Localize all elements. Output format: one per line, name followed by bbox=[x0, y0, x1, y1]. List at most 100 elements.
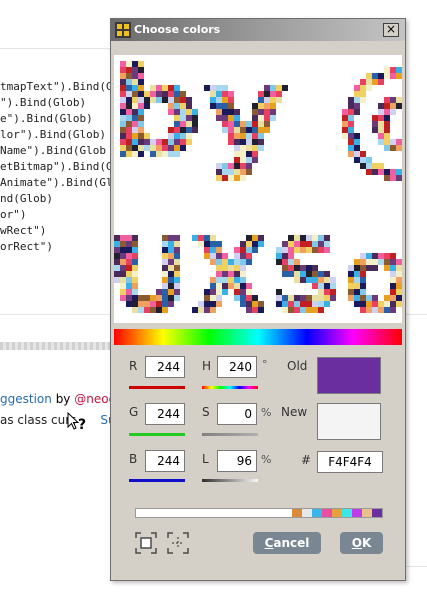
magnified-pixel bbox=[384, 73, 390, 79]
magnified-pixel bbox=[396, 283, 402, 289]
magnified-pixel bbox=[168, 259, 174, 265]
magnified-pixel bbox=[114, 265, 120, 271]
magnified-pixel bbox=[126, 247, 132, 253]
magnified-pixel bbox=[216, 277, 222, 283]
magnified-pixel bbox=[222, 127, 228, 133]
magnified-pixel bbox=[306, 307, 312, 313]
magnified-pixel bbox=[270, 103, 276, 109]
magnified-pixel bbox=[222, 163, 228, 169]
magnified-pixel bbox=[390, 139, 396, 145]
recent-color-cell[interactable] bbox=[332, 509, 342, 517]
magnifier-preview[interactable] bbox=[114, 55, 402, 323]
magnified-pixel bbox=[132, 277, 138, 283]
magnified-pixel bbox=[252, 301, 258, 307]
magnified-pixel bbox=[258, 115, 264, 121]
magnified-pixel bbox=[384, 265, 390, 271]
magnified-pixel bbox=[186, 97, 192, 103]
magnified-pixel bbox=[318, 235, 324, 241]
close-button[interactable]: × bbox=[383, 23, 399, 37]
magnified-pixel bbox=[120, 109, 126, 115]
magnified-pixel bbox=[174, 235, 180, 241]
magnified-pixel bbox=[120, 295, 126, 301]
magnified-pixel bbox=[234, 295, 240, 301]
magnified-pixel bbox=[264, 85, 270, 91]
magnified-pixel bbox=[150, 145, 156, 151]
magnified-pixel bbox=[168, 253, 174, 259]
recent-color-cell[interactable] bbox=[352, 509, 362, 517]
magnified-pixel bbox=[168, 265, 174, 271]
pick-screen-icon[interactable] bbox=[135, 532, 157, 554]
magnified-pixel bbox=[384, 253, 390, 259]
ok-button[interactable]: OK bbox=[340, 532, 383, 554]
recent-color-cell[interactable] bbox=[302, 509, 312, 517]
magnified-pixel bbox=[186, 121, 192, 127]
magnified-pixel bbox=[216, 175, 222, 181]
cancel-button[interactable]: Cancel bbox=[253, 532, 321, 554]
eyedropper-crosshair-icon[interactable] bbox=[167, 532, 189, 554]
magnified-pixel bbox=[378, 103, 384, 109]
recent-color-cell[interactable] bbox=[312, 509, 322, 517]
magnified-pixel bbox=[396, 295, 402, 301]
magnified-pixel bbox=[264, 127, 270, 133]
magnified-pixel bbox=[282, 307, 288, 313]
magnified-pixel bbox=[282, 271, 288, 277]
magnified-pixel bbox=[228, 139, 234, 145]
magnified-pixel bbox=[216, 253, 222, 259]
magnified-pixel bbox=[366, 301, 372, 307]
blue-input[interactable]: 244 bbox=[145, 450, 185, 472]
magnified-pixel bbox=[222, 109, 228, 115]
magnified-pixel bbox=[120, 265, 126, 271]
magnified-pixel bbox=[174, 253, 180, 259]
new-color-swatch[interactable] bbox=[317, 403, 381, 440]
recent-color-cell[interactable] bbox=[342, 509, 352, 517]
magnified-pixel bbox=[132, 247, 138, 253]
magnified-pixel bbox=[168, 277, 174, 283]
green-input[interactable]: 244 bbox=[145, 403, 185, 425]
hue-input[interactable]: 240 bbox=[217, 356, 257, 378]
recent-color-cell[interactable] bbox=[322, 509, 332, 517]
magnified-pixel bbox=[150, 97, 156, 103]
magnified-pixel bbox=[390, 253, 396, 259]
magnified-pixel bbox=[216, 295, 222, 301]
recent-colors-strip[interactable] bbox=[135, 508, 383, 518]
recent-color-cell[interactable] bbox=[372, 509, 382, 517]
magnified-pixel bbox=[300, 295, 306, 301]
magnified-pixel bbox=[360, 97, 366, 103]
red-input[interactable]: 244 bbox=[145, 356, 185, 378]
old-color-swatch[interactable] bbox=[317, 357, 381, 394]
recent-color-cell[interactable] bbox=[362, 509, 372, 517]
magnified-pixel bbox=[384, 97, 390, 103]
magnified-pixel bbox=[204, 235, 210, 241]
magnified-pixel bbox=[378, 79, 384, 85]
magnified-pixel bbox=[120, 79, 126, 85]
recent-color-cell[interactable] bbox=[292, 509, 302, 517]
hex-input[interactable]: F4F4F4 bbox=[317, 451, 383, 473]
user-mention-link[interactable]: @neogr bbox=[74, 392, 122, 406]
magnified-pixel bbox=[228, 175, 234, 181]
blue-meter bbox=[129, 479, 185, 482]
suggestion-link[interactable]: ggestion bbox=[0, 392, 52, 406]
magnified-pixel bbox=[348, 139, 354, 145]
magnified-pixel bbox=[180, 127, 186, 133]
code-line: Name").Bind(Glob bbox=[0, 144, 106, 157]
magnified-pixel bbox=[372, 73, 378, 79]
dialog-titlebar[interactable]: Choose colors × bbox=[111, 19, 405, 41]
magnified-pixel bbox=[312, 301, 318, 307]
magnified-pixel bbox=[384, 109, 390, 115]
magnified-pixel bbox=[354, 103, 360, 109]
magnified-pixel bbox=[132, 271, 138, 277]
saturation-input[interactable]: 0 bbox=[217, 403, 257, 425]
magnified-pixel bbox=[144, 295, 150, 301]
magnified-pixel bbox=[186, 109, 192, 115]
magnified-pixel bbox=[324, 235, 330, 241]
hue-meter bbox=[202, 386, 258, 389]
lightness-input[interactable]: 96 bbox=[217, 450, 257, 472]
magnified-pixel bbox=[390, 259, 396, 265]
code-editor[interactable]: tmapText").Bind(G ").Bind(Glob) e").Bind… bbox=[0, 79, 113, 279]
magnified-pixel bbox=[270, 91, 276, 97]
magnified-pixel bbox=[306, 301, 312, 307]
magnified-pixel bbox=[264, 103, 270, 109]
hue-spectrum-bar[interactable] bbox=[114, 329, 402, 345]
magnified-pixel bbox=[246, 253, 252, 259]
magnified-pixel bbox=[348, 265, 354, 271]
